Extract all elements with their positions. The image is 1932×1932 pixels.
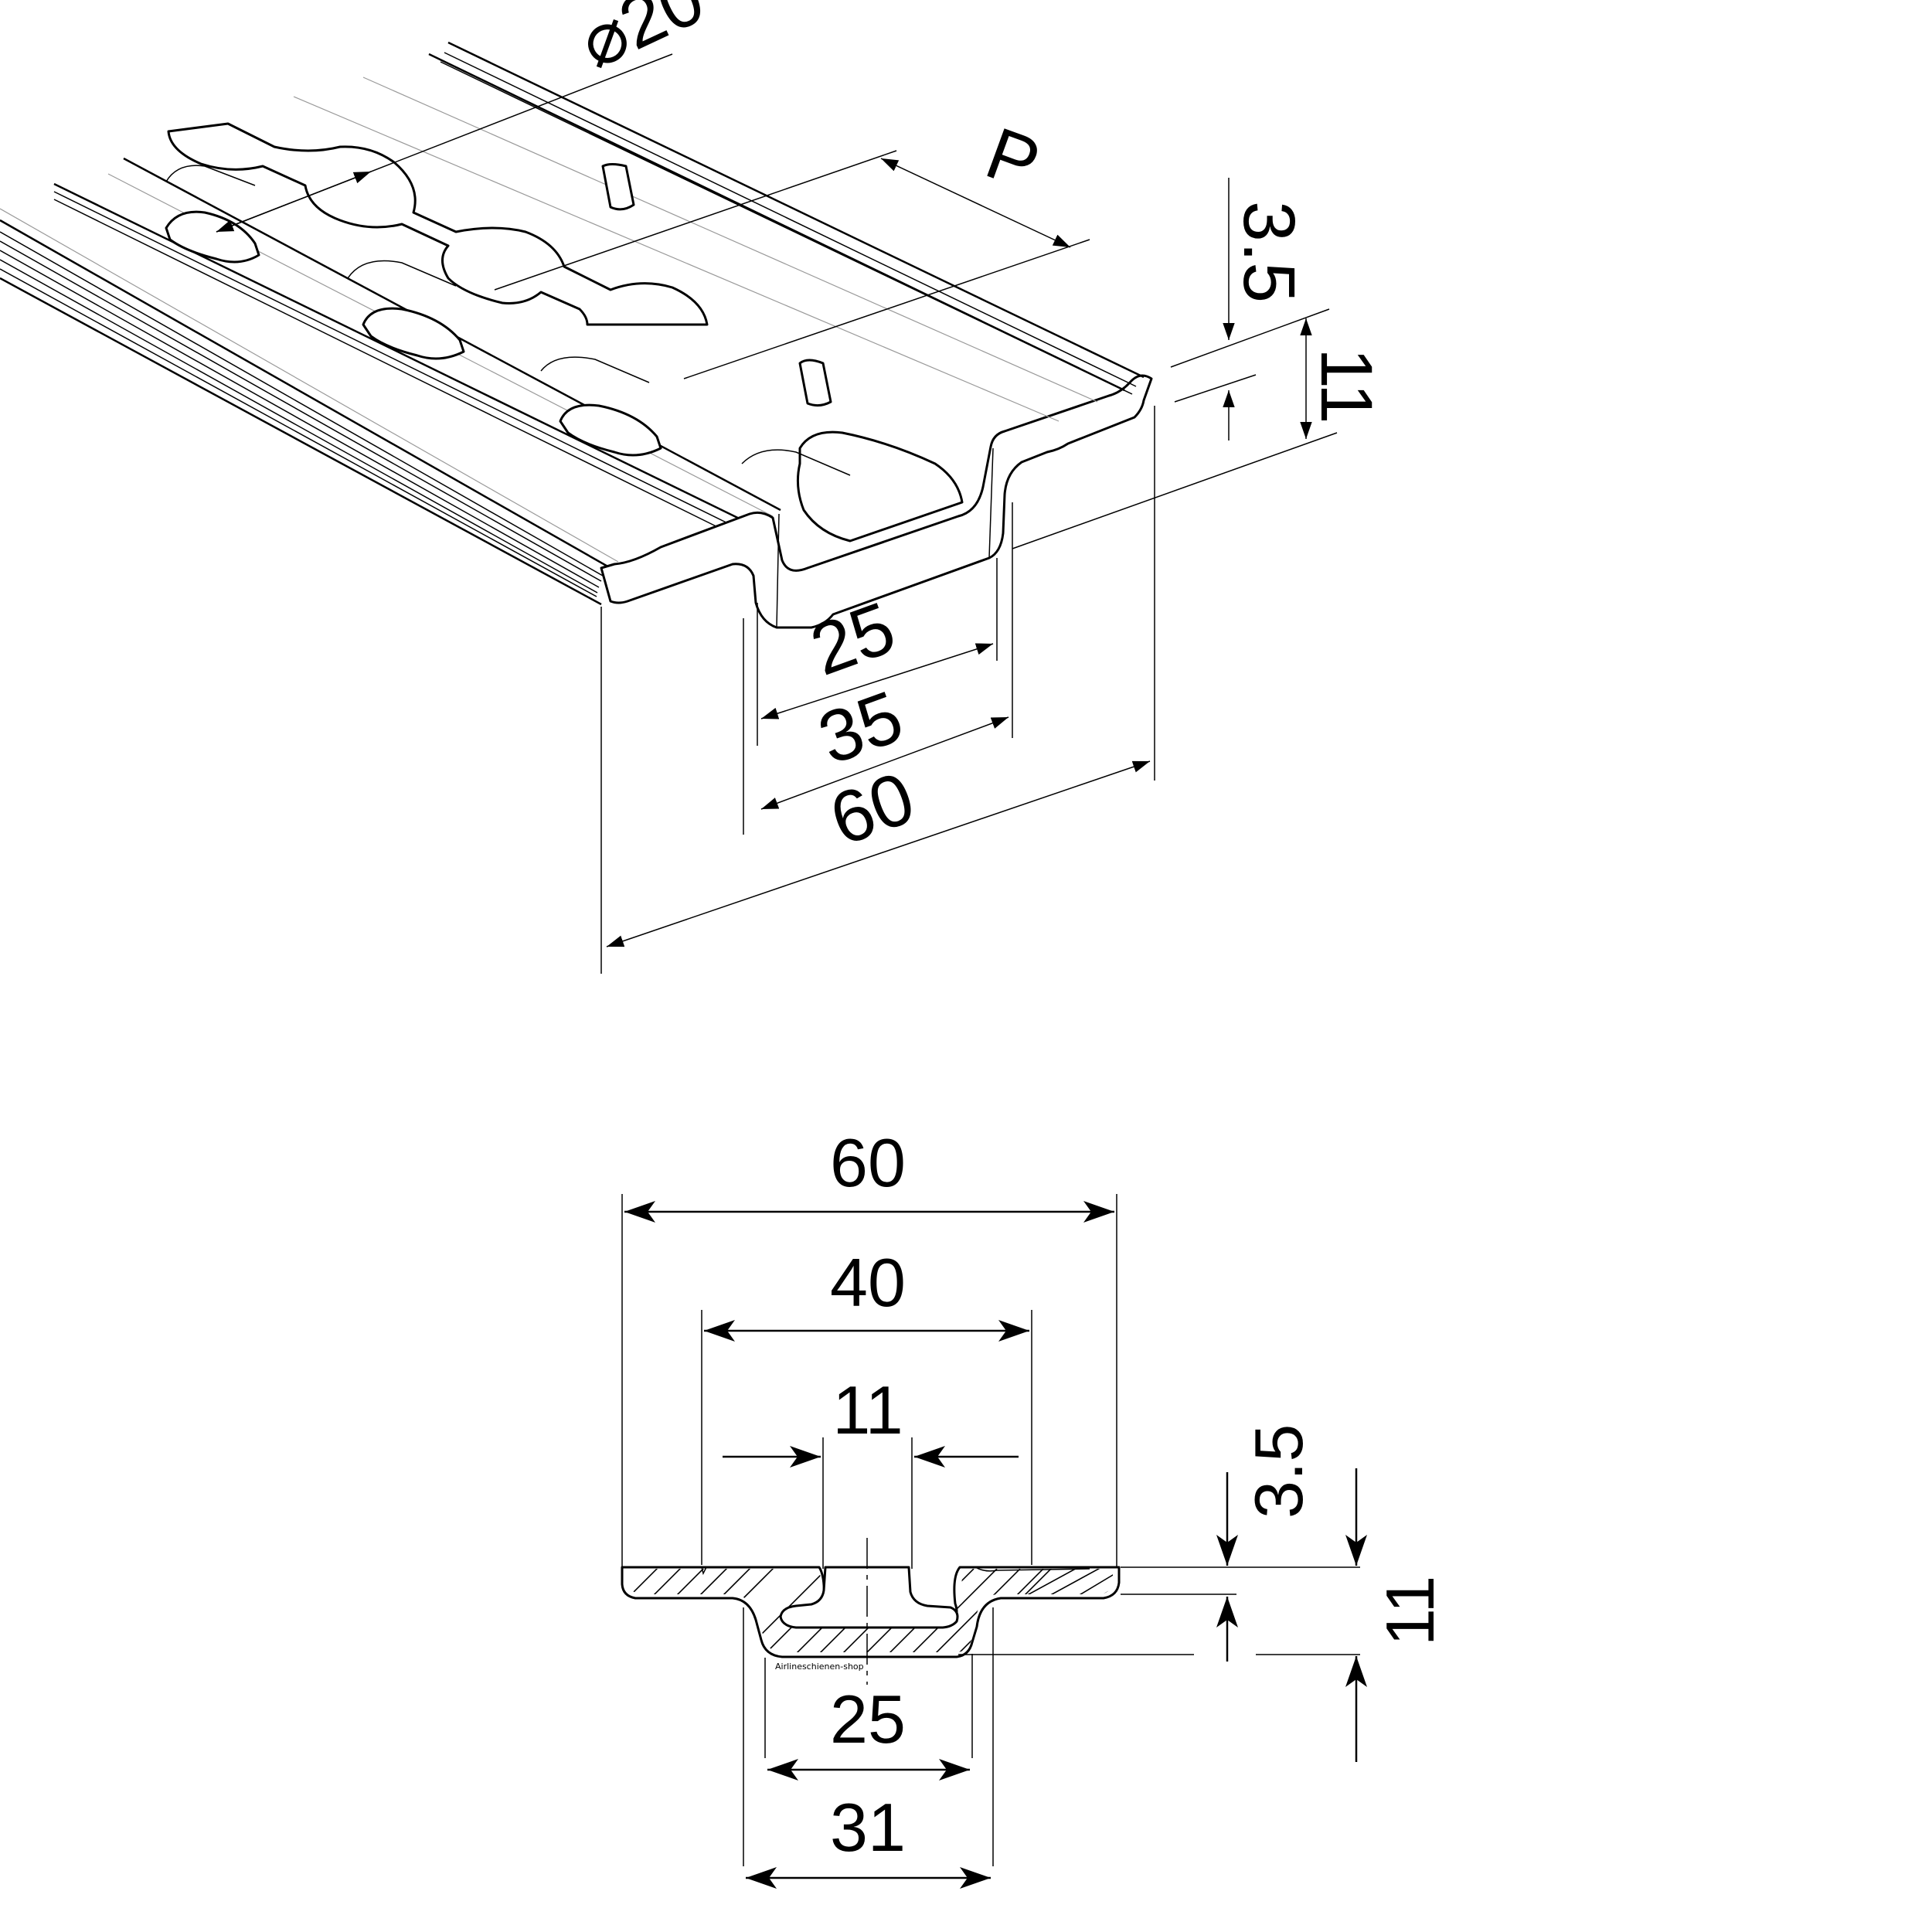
label-section-thickness: 3.5 — [1240, 1424, 1317, 1519]
dim-section-outer-width: 31 — [746, 1789, 991, 1889]
label-iso-pitch: P — [976, 112, 1050, 206]
dim-section-inner-width: 25 — [767, 1681, 970, 1781]
label-iso-thickness: 3.5 — [1228, 201, 1310, 303]
dim-iso-diameter: ⌀20 — [216, 0, 716, 233]
dim-iso-height: 11 — [1012, 318, 1387, 549]
dim-section-thickness: 3.5 — [1216, 1424, 1317, 1662]
rail-right-flange — [293, 41, 1145, 422]
label-iso-diameter: ⌀20 — [567, 0, 716, 84]
slot-1 — [167, 122, 709, 326]
label-section-outer-width: 31 — [830, 1789, 906, 1866]
slot-hole-c — [559, 403, 662, 457]
label-iso-height: 11 — [1305, 348, 1387, 424]
dim-iso-overall-width: 60 — [606, 757, 1151, 947]
slot-step-b — [798, 359, 832, 407]
rail-slots — [165, 122, 964, 543]
section-watermark: Airlineschienen-shop — [775, 1662, 864, 1672]
dim-section-flange-width: 40 — [704, 1244, 1029, 1342]
label-section-inner-width: 25 — [830, 1681, 906, 1757]
label-section-flange-width: 40 — [830, 1244, 906, 1321]
slot-hole-d — [796, 430, 964, 543]
slot-hole-a — [165, 210, 260, 264]
cross-section-view: Airlineschienen-shop 60 40 11 — [621, 1124, 1448, 1889]
section-slot — [779, 1566, 959, 1629]
label-section-overall-width: 60 — [830, 1124, 906, 1201]
dim-section-slot-width: 11 — [723, 1372, 1019, 1468]
dim-section-height: 11 — [1345, 1468, 1448, 1762]
isometric-rail-view: ⌀20 P 3.5 11 — [0, 0, 1387, 974]
slot-hole-b — [362, 307, 465, 360]
dim-section-overall-width: 60 — [624, 1124, 1114, 1223]
label-section-height: 11 — [1372, 1576, 1448, 1646]
label-section-slot-width: 11 — [832, 1372, 903, 1448]
dim-iso-thickness: 3.5 — [1170, 178, 1330, 440]
dim-iso-pitch: P — [494, 112, 1090, 379]
rail-end-profile — [600, 374, 1153, 629]
slot-step-a — [601, 163, 635, 211]
